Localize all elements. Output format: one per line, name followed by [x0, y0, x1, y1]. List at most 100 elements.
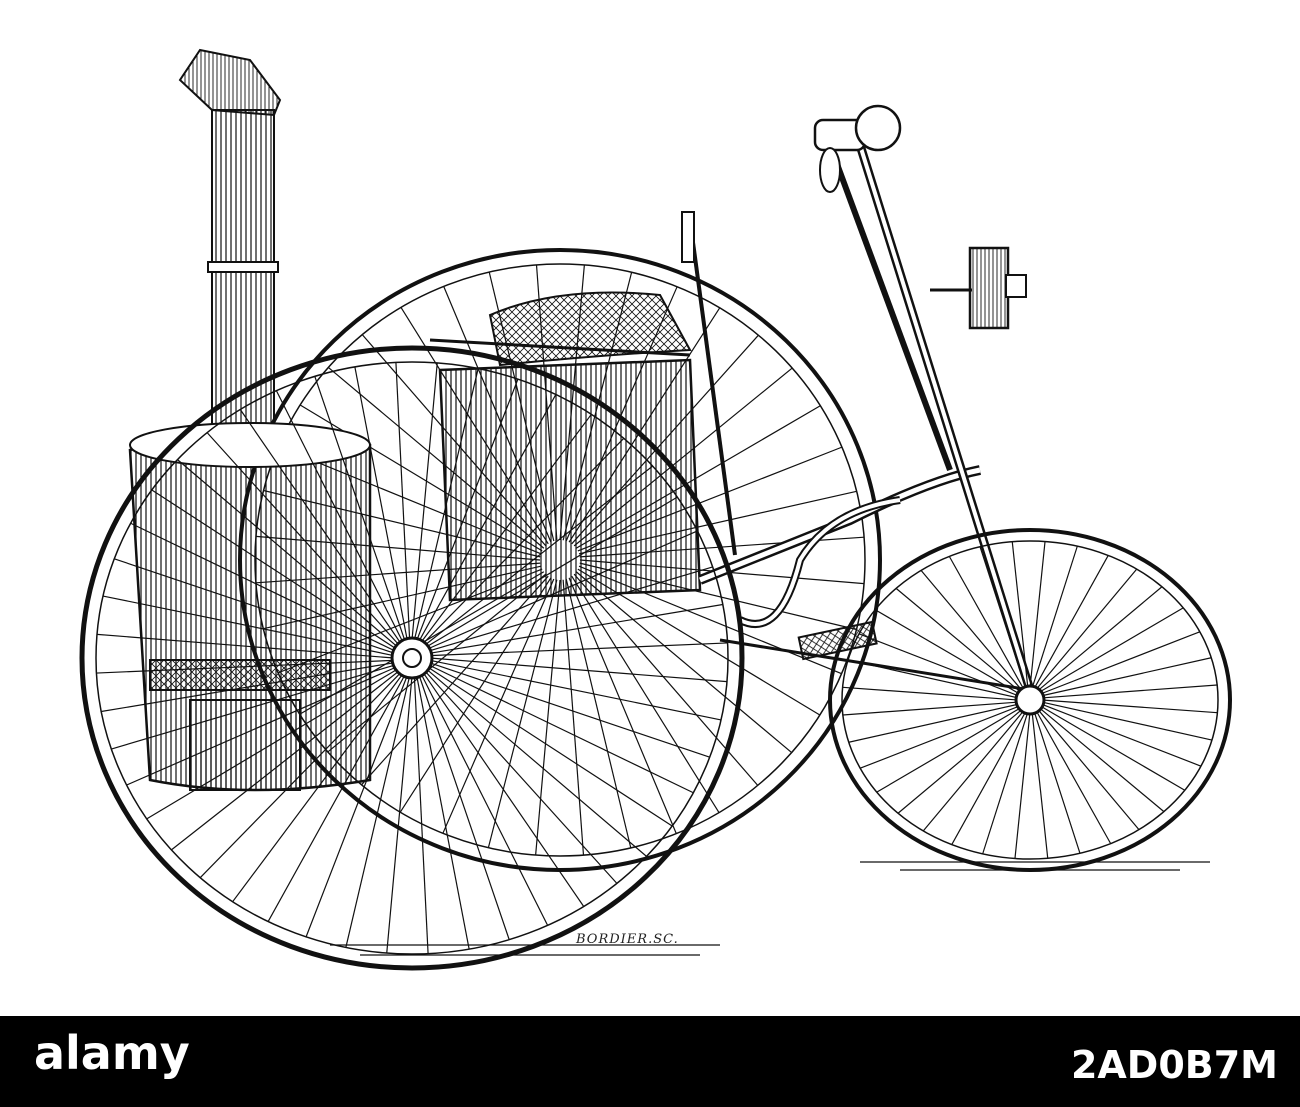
wheel-spoke: [418, 394, 557, 642]
wheel-spoke: [96, 659, 395, 674]
wheel-spoke: [895, 587, 1022, 693]
wheel-spoke: [424, 670, 618, 884]
wheel-spoke: [429, 642, 728, 657]
wheel-spoke: [420, 673, 549, 926]
frame: [698, 465, 1031, 692]
wheel-spoke: [232, 673, 404, 903]
wheel-spoke: [842, 701, 1019, 716]
wheel-spoke: [535, 579, 561, 856]
wheel-spoke: [1038, 607, 1184, 693]
wheel-spoke: [96, 633, 395, 659]
wheel-spoke: [354, 366, 408, 641]
wheel-spoke: [413, 368, 479, 641]
wheel-spoke: [146, 668, 399, 820]
wheel-spoke: [858, 633, 1019, 697]
wheel-spoke: [1014, 711, 1031, 859]
engraver-signature: BORDIER.SC.: [576, 932, 679, 947]
wheel-spoke: [842, 686, 1019, 701]
wheel-spoke: [920, 570, 1023, 692]
wheel-spoke: [114, 558, 395, 654]
wheel-spoke: [1029, 541, 1046, 689]
wheel-spoke: [418, 674, 510, 940]
wheel-spoke: [425, 496, 678, 648]
wheel-spoke: [1040, 705, 1186, 791]
wheel-spoke: [1011, 541, 1029, 689]
front-wheel: [828, 528, 1232, 872]
wheel-spoke: [206, 432, 400, 646]
wheel-spoke: [420, 413, 592, 643]
wheel-spoke: [275, 390, 404, 643]
wheel-spoke: [1031, 545, 1078, 689]
wheel-spoke: [565, 578, 632, 849]
wheel-spoke: [573, 573, 759, 786]
wheel-spoke: [847, 659, 1019, 699]
brake-lever: [681, 211, 737, 556]
wheel-spoke: [428, 566, 713, 652]
steering-column: [813, 104, 1035, 692]
wheel-spoke: [1040, 631, 1201, 695]
wheel-spoke: [399, 577, 552, 813]
boiler: [128, 48, 372, 792]
wheel-spoke: [199, 671, 402, 879]
wheel-spoke: [171, 670, 400, 851]
wheel-spoke: [416, 378, 519, 641]
wheel-spoke: [1033, 555, 1109, 690]
wheel-spoke: [874, 609, 1020, 695]
wheel-spoke: [416, 675, 470, 950]
wheel-spoke: [151, 489, 397, 650]
wheel-spoke: [126, 666, 397, 786]
wheel-spoke: [429, 659, 722, 721]
wheel-spoke: [1035, 568, 1138, 690]
wheel-spoke: [1035, 710, 1112, 844]
image-id-label: 2AD0B7M: [1070, 1043, 1278, 1087]
wheel-spoke: [314, 376, 406, 642]
wheel-spoke: [428, 664, 694, 794]
wheel-spoke: [177, 459, 399, 648]
wheel-spoke: [422, 437, 625, 645]
wheel-spoke: [429, 603, 723, 654]
wheel-spoke: [427, 666, 673, 827]
wheel-spoke: [101, 662, 395, 713]
wheel-spoke: [1033, 711, 1081, 854]
wheel-spoke: [425, 668, 647, 857]
wheel-spoke: [979, 546, 1027, 689]
wheel-spoke: [1041, 684, 1218, 699]
wheel-spoke: [361, 575, 549, 786]
wheel-spoke: [1041, 701, 1213, 741]
wheel-spoke: [1037, 708, 1140, 830]
wheel-spoke: [897, 708, 1023, 814]
wheel-spoke: [1031, 711, 1049, 859]
steam-tricycle-drawing: [79, 48, 1232, 971]
near-rear-wheel: [79, 345, 745, 971]
engraving-illustration: [79, 48, 1232, 971]
wheel-spoke: [267, 674, 406, 922]
wheel-spoke: [1041, 657, 1212, 697]
wheel-spoke: [411, 362, 438, 641]
wheel-spoke: [1041, 699, 1218, 714]
wheel-spoke: [239, 409, 402, 645]
wheel-spoke: [1038, 707, 1165, 813]
wheel-spoke: [413, 675, 429, 954]
wheel-spoke: [575, 571, 793, 754]
wheel-spoke: [562, 579, 585, 856]
wheel-spoke: [922, 710, 1025, 832]
wheel-spoke: [442, 578, 555, 834]
wheel-spoke: [424, 465, 653, 646]
wheel-spoke: [1041, 703, 1202, 767]
wheel-spoke: [568, 577, 677, 834]
wheel-spoke: [951, 710, 1027, 845]
ground-lines: [330, 861, 1210, 956]
alamy-logo: alamy: [34, 1026, 190, 1080]
wheel-spoke: [429, 657, 728, 683]
wheel-spoke: [305, 675, 408, 938]
wheel-spoke: [876, 707, 1022, 793]
wheel-spoke: [422, 671, 585, 907]
wheel-spoke: [982, 711, 1029, 855]
wheel-spoke: [395, 362, 411, 641]
wheel-spoke: [487, 579, 558, 848]
wheel-spoke: [429, 662, 710, 758]
wheel-spoke: [948, 556, 1025, 690]
wheel-spoke: [102, 595, 395, 657]
wheel-spoke: [111, 664, 396, 750]
seat-and-tank: [429, 291, 702, 602]
